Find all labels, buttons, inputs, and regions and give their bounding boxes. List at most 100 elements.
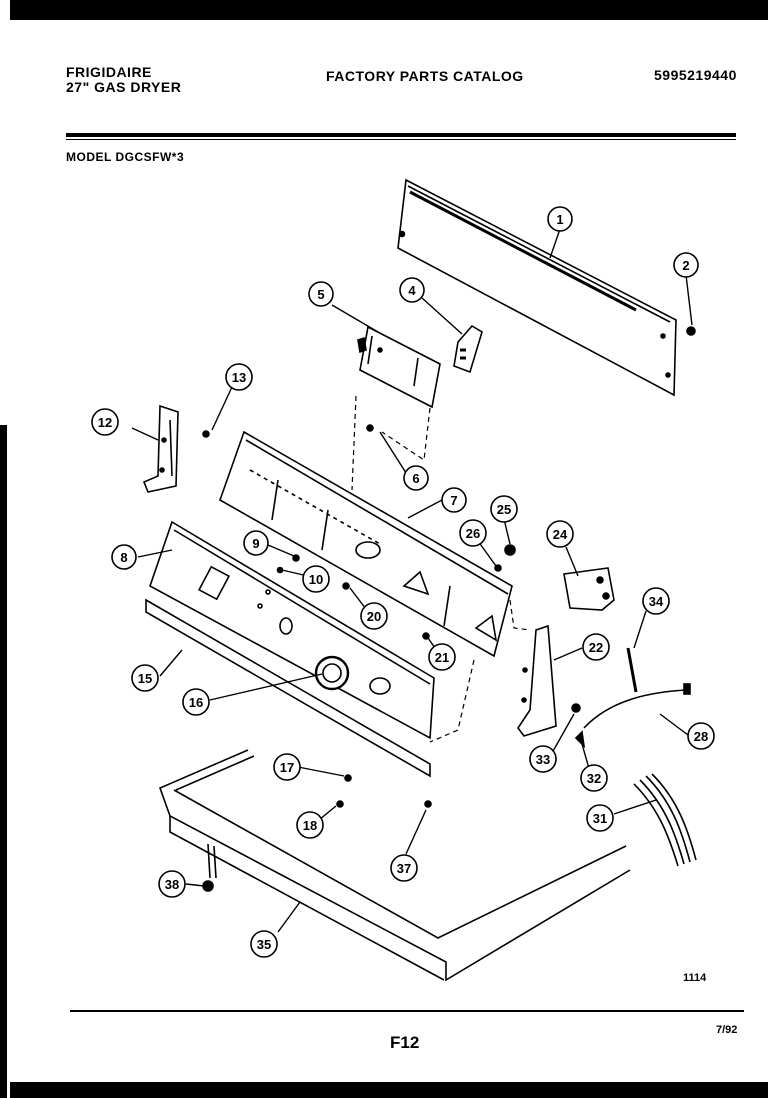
- callout-26: 26: [459, 519, 487, 547]
- callout-24: 24: [546, 520, 574, 548]
- callout-20: 20: [360, 602, 388, 630]
- svg-text:31: 31: [593, 811, 607, 826]
- part-22-end-bracket: [517, 624, 557, 737]
- part-34-pin: [626, 647, 638, 693]
- part-10-screw: [276, 566, 284, 574]
- callout-1: 1: [547, 206, 573, 232]
- callout-34: 34: [642, 587, 670, 615]
- part-9-screw: [292, 554, 300, 562]
- svg-text:28: 28: [694, 729, 708, 744]
- svg-text:26: 26: [466, 526, 480, 541]
- svg-text:12: 12: [98, 415, 112, 430]
- part-25-fastener: [504, 544, 516, 556]
- svg-text:38: 38: [165, 877, 179, 892]
- part-6-screw: [366, 424, 374, 432]
- catalog-sheet: FRIGIDAIRE 27" GAS DRYER FACTORY PARTS C…: [10, 20, 768, 1082]
- part-32-clip: [574, 730, 586, 749]
- svg-text:8: 8: [120, 550, 127, 565]
- svg-text:4: 4: [408, 283, 416, 298]
- svg-text:16: 16: [189, 695, 203, 710]
- svg-text:24: 24: [553, 527, 568, 542]
- part-16-knob: [314, 655, 391, 695]
- callout-33: 33: [529, 745, 557, 773]
- svg-text:13: 13: [232, 370, 246, 385]
- document-number: 5995219440: [654, 67, 737, 83]
- svg-text:22: 22: [589, 640, 603, 655]
- part-24-timer: [563, 567, 615, 611]
- exploded-parts-diagram: 1 2 4 5 6 7 8 9 10 12 13 15 16 17 18 20 …: [91, 178, 715, 982]
- callout-9: 9: [243, 530, 269, 556]
- date-code: 7/92: [716, 1024, 738, 1036]
- svg-text:7: 7: [450, 493, 457, 508]
- part-33-screw: [571, 703, 581, 713]
- callout-6: 6: [403, 465, 429, 491]
- part-1-backsplash: [397, 178, 677, 397]
- figure-number: 1114: [683, 972, 707, 984]
- svg-text:32: 32: [587, 771, 601, 786]
- part-4-switch: [453, 324, 483, 374]
- callout-15: 15: [131, 664, 159, 692]
- part-17-screw: [344, 774, 352, 782]
- callout-17: 17: [273, 753, 301, 781]
- part-18-screw: [336, 800, 344, 808]
- svg-text:34: 34: [649, 594, 664, 609]
- svg-text:20: 20: [367, 609, 381, 624]
- callout-25: 25: [490, 495, 518, 523]
- part-5-bracket: [357, 325, 441, 409]
- catalog-title: FACTORY PARTS CATALOG: [326, 68, 524, 84]
- callout-38: 38: [158, 870, 186, 898]
- part-20-screw: [342, 582, 350, 590]
- callout-21: 21: [428, 643, 456, 671]
- brand-block: FRIGIDAIRE 27" GAS DRYER: [66, 65, 181, 95]
- product-name: 27" GAS DRYER: [66, 79, 182, 95]
- left-margin: [0, 0, 10, 1098]
- svg-text:6: 6: [412, 471, 419, 486]
- svg-text:37: 37: [397, 861, 411, 876]
- callout-18: 18: [296, 811, 324, 839]
- callout-32: 32: [580, 764, 608, 792]
- callout-5: 5: [308, 281, 334, 307]
- part-26-screw: [494, 564, 502, 572]
- part-2-screw: [686, 326, 696, 336]
- callout-28: 28: [687, 722, 715, 750]
- part-28-wire: [583, 689, 687, 729]
- svg-text:1: 1: [556, 212, 563, 227]
- page-code: F12: [390, 1033, 420, 1052]
- part-21-screw: [422, 632, 430, 640]
- part-37-clip: [424, 800, 432, 808]
- part-13-clip: [202, 430, 210, 438]
- callout-2: 2: [673, 252, 699, 278]
- callout-31: 31: [586, 804, 614, 832]
- part-7-control-panel: [219, 430, 513, 658]
- header-rule-thin: [66, 139, 736, 140]
- callout-8: 8: [111, 544, 137, 570]
- svg-text:33: 33: [536, 752, 550, 767]
- svg-text:5: 5: [317, 287, 324, 302]
- callout-16: 16: [182, 688, 210, 716]
- part-31-harness: [633, 773, 697, 867]
- part-38-leveler: [202, 880, 214, 892]
- svg-text:35: 35: [257, 937, 271, 952]
- header-rule: [66, 133, 736, 137]
- model-number: MODEL DGCSFW*3: [66, 150, 185, 164]
- callout-37: 37: [390, 854, 418, 882]
- callout-7: 7: [441, 487, 467, 513]
- svg-text:9: 9: [252, 536, 259, 551]
- footer-rule: [70, 1010, 744, 1012]
- svg-text:10: 10: [309, 572, 323, 587]
- callout-10: 10: [302, 565, 330, 593]
- callout-4: 4: [399, 277, 425, 303]
- callout-12: 12: [91, 408, 119, 436]
- part-8-front-console: [149, 520, 435, 740]
- svg-text:15: 15: [138, 671, 152, 686]
- svg-text:18: 18: [303, 818, 317, 833]
- svg-text:17: 17: [280, 760, 294, 775]
- callout-35: 35: [250, 930, 278, 958]
- svg-text:25: 25: [497, 502, 511, 517]
- callout-13: 13: [225, 363, 253, 391]
- svg-text:2: 2: [682, 258, 689, 273]
- svg-text:21: 21: [435, 650, 449, 665]
- brand-name: FRIGIDAIRE: [66, 64, 152, 80]
- part-12-end-bracket: [142, 404, 179, 493]
- part-15-trim: [145, 598, 431, 778]
